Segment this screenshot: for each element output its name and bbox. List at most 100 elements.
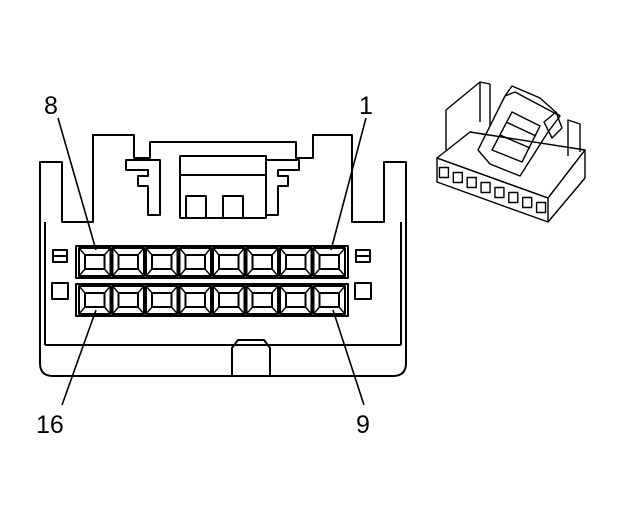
iso-clip	[543, 111, 563, 139]
iso-cavity	[438, 166, 450, 179]
connector-isometric-view	[436, 81, 586, 223]
cavity-bevel	[170, 268, 179, 277]
cavity-bevel	[78, 285, 86, 294]
cavity-outer	[279, 247, 313, 277]
clip-right	[265, 159, 300, 216]
cavity-bevel	[304, 247, 313, 256]
iso-latch-tab	[504, 85, 561, 117]
cavity-inner	[151, 254, 173, 270]
cavity-outer	[245, 247, 279, 277]
cavity-bevel	[245, 306, 254, 315]
iso-cavity-row	[438, 166, 547, 214]
cavity-bevel	[212, 285, 220, 294]
bottom-row-cavity	[178, 285, 212, 315]
cavity-bevel	[103, 285, 112, 294]
cavity-inner	[184, 254, 206, 270]
cavity-outer	[111, 247, 145, 277]
cavity-inner	[251, 254, 273, 270]
cavity-bevel	[103, 247, 112, 256]
iso-cavity	[521, 196, 533, 209]
leader-line-16	[61, 309, 97, 406]
cavity-bevel	[312, 268, 321, 277]
top-row-cavity	[212, 247, 246, 277]
iso-cavity	[494, 186, 505, 199]
cavity-bevel	[279, 268, 287, 277]
top-row-cavity	[312, 247, 346, 277]
cavity-bevel	[78, 247, 86, 256]
cavity-bevel	[178, 285, 187, 294]
clip-left	[125, 159, 161, 216]
iso-cavity	[535, 201, 547, 214]
cavity-bevel	[237, 247, 246, 256]
cavity-bevel	[204, 306, 212, 315]
cavity-bevel	[212, 306, 220, 315]
cavity-inner	[117, 292, 139, 308]
cavity-bevel	[145, 268, 153, 277]
marker-bottom-right	[354, 282, 372, 300]
cavity-bevel	[78, 306, 86, 315]
cavity-bevel	[137, 268, 145, 277]
cavity-bevel	[304, 285, 313, 294]
cavity-bevel	[204, 247, 212, 256]
cavity-bevel	[338, 306, 346, 315]
top-row-cavity	[279, 247, 313, 277]
bottom-row-cavity	[312, 285, 346, 315]
leader-line-1	[330, 117, 367, 251]
cavity-bevel	[304, 306, 313, 315]
iso-cavity	[452, 171, 464, 184]
cavity-outer	[279, 285, 313, 315]
cavity-outer	[178, 247, 212, 277]
cavity-bevel	[312, 285, 321, 294]
cavity-outer	[212, 247, 246, 277]
top-row-cavity	[178, 247, 212, 277]
pin-label-1: 1	[359, 92, 373, 120]
cavity-bevel	[137, 285, 145, 294]
latch-window-left	[185, 195, 207, 219]
cavity-bevel	[237, 285, 246, 294]
cavity-bevel	[312, 306, 321, 315]
cavity-outer	[78, 285, 112, 315]
pin-label-16: 16	[36, 411, 64, 439]
cavity-bevel	[245, 268, 254, 277]
cavity-bevel	[170, 306, 179, 315]
iso-latch	[477, 91, 561, 177]
cavity-outer	[312, 247, 346, 277]
cavity-outer	[178, 285, 212, 315]
iso-latch-rib-1	[499, 134, 531, 149]
cavity-inner	[285, 254, 307, 270]
cavity-bevel	[237, 306, 246, 315]
top-row-cavity	[145, 247, 179, 277]
cavity-bevel	[145, 285, 153, 294]
cavity-inner	[84, 292, 106, 308]
cavity-bevel	[279, 247, 287, 256]
cavity-inner	[251, 292, 273, 308]
latch-window-right	[222, 195, 244, 219]
cavity-bevel	[212, 268, 220, 277]
cavity-bevel	[178, 306, 187, 315]
bottom-key-notch	[231, 339, 271, 376]
cavity-bevel	[338, 247, 346, 256]
cavity-row-bottom	[78, 285, 346, 315]
cavity-bevel	[170, 285, 179, 294]
cavity-bevel	[304, 268, 313, 277]
bottom-row-cavity	[279, 285, 313, 315]
iso-front-face	[436, 157, 549, 223]
marker-bottom-left	[51, 282, 69, 300]
pin-label-8: 8	[44, 92, 58, 120]
cavity-outer	[78, 247, 112, 277]
cavity-bevel	[212, 247, 220, 256]
cavity-bevel	[338, 285, 346, 294]
cavity-bevel	[103, 306, 112, 315]
cavity-inner	[218, 292, 240, 308]
connector-body-outline	[39, 134, 407, 377]
iso-cavity	[480, 181, 491, 194]
bottom-row-cavity	[212, 285, 246, 315]
cavity-bevel	[338, 268, 346, 277]
iso-back-wall-left	[445, 81, 481, 150]
cavity-inner	[151, 292, 173, 308]
top-row-cavity	[111, 247, 145, 277]
cavity-bevel	[237, 268, 246, 277]
cavity-outer	[145, 285, 179, 315]
iso-right-face	[547, 149, 586, 223]
cavity-bevel	[178, 247, 187, 256]
